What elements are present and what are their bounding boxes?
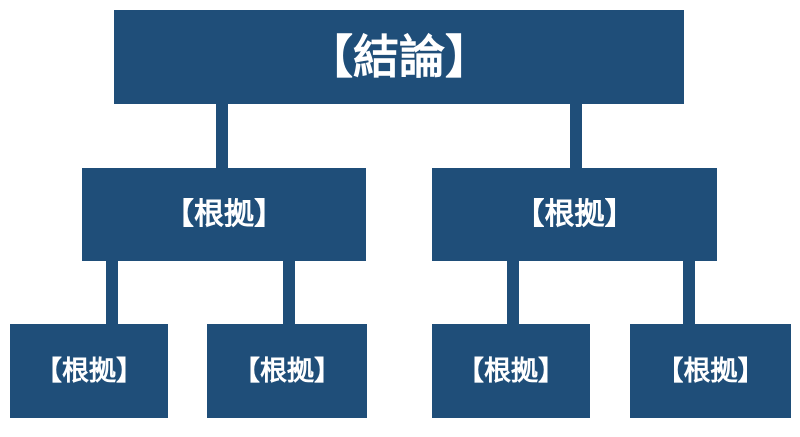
sub-evidence-box-3: 【根拠】: [432, 324, 590, 418]
sub-evidence-box-2: 【根拠】: [207, 324, 367, 418]
sub-evidence-box-4: 【根拠】: [630, 324, 791, 418]
conclusion-label: 【結論】: [307, 30, 491, 84]
evidence-left-label: 【根拠】: [164, 196, 284, 232]
sub-evidence-2-label: 【根拠】: [233, 355, 341, 387]
evidence-box-left: 【根拠】: [82, 168, 366, 261]
connector-root-to-evidence-right: [570, 104, 582, 168]
evidence-right-label: 【根拠】: [514, 196, 635, 232]
connector-root-to-evidence-left: [216, 104, 228, 168]
sub-evidence-box-1: 【根拠】: [10, 324, 168, 418]
connector-evidence-left-to-sub2: [283, 261, 295, 324]
connector-evidence-right-to-sub4: [683, 261, 695, 324]
connector-evidence-left-to-sub1: [106, 261, 118, 324]
conclusion-box: 【結論】: [114, 10, 684, 104]
sub-evidence-1-label: 【根拠】: [35, 355, 143, 387]
connector-evidence-right-to-sub3: [507, 261, 519, 324]
evidence-box-right: 【根拠】: [432, 168, 717, 261]
sub-evidence-3-label: 【根拠】: [457, 355, 565, 387]
sub-evidence-4-label: 【根拠】: [656, 355, 765, 387]
